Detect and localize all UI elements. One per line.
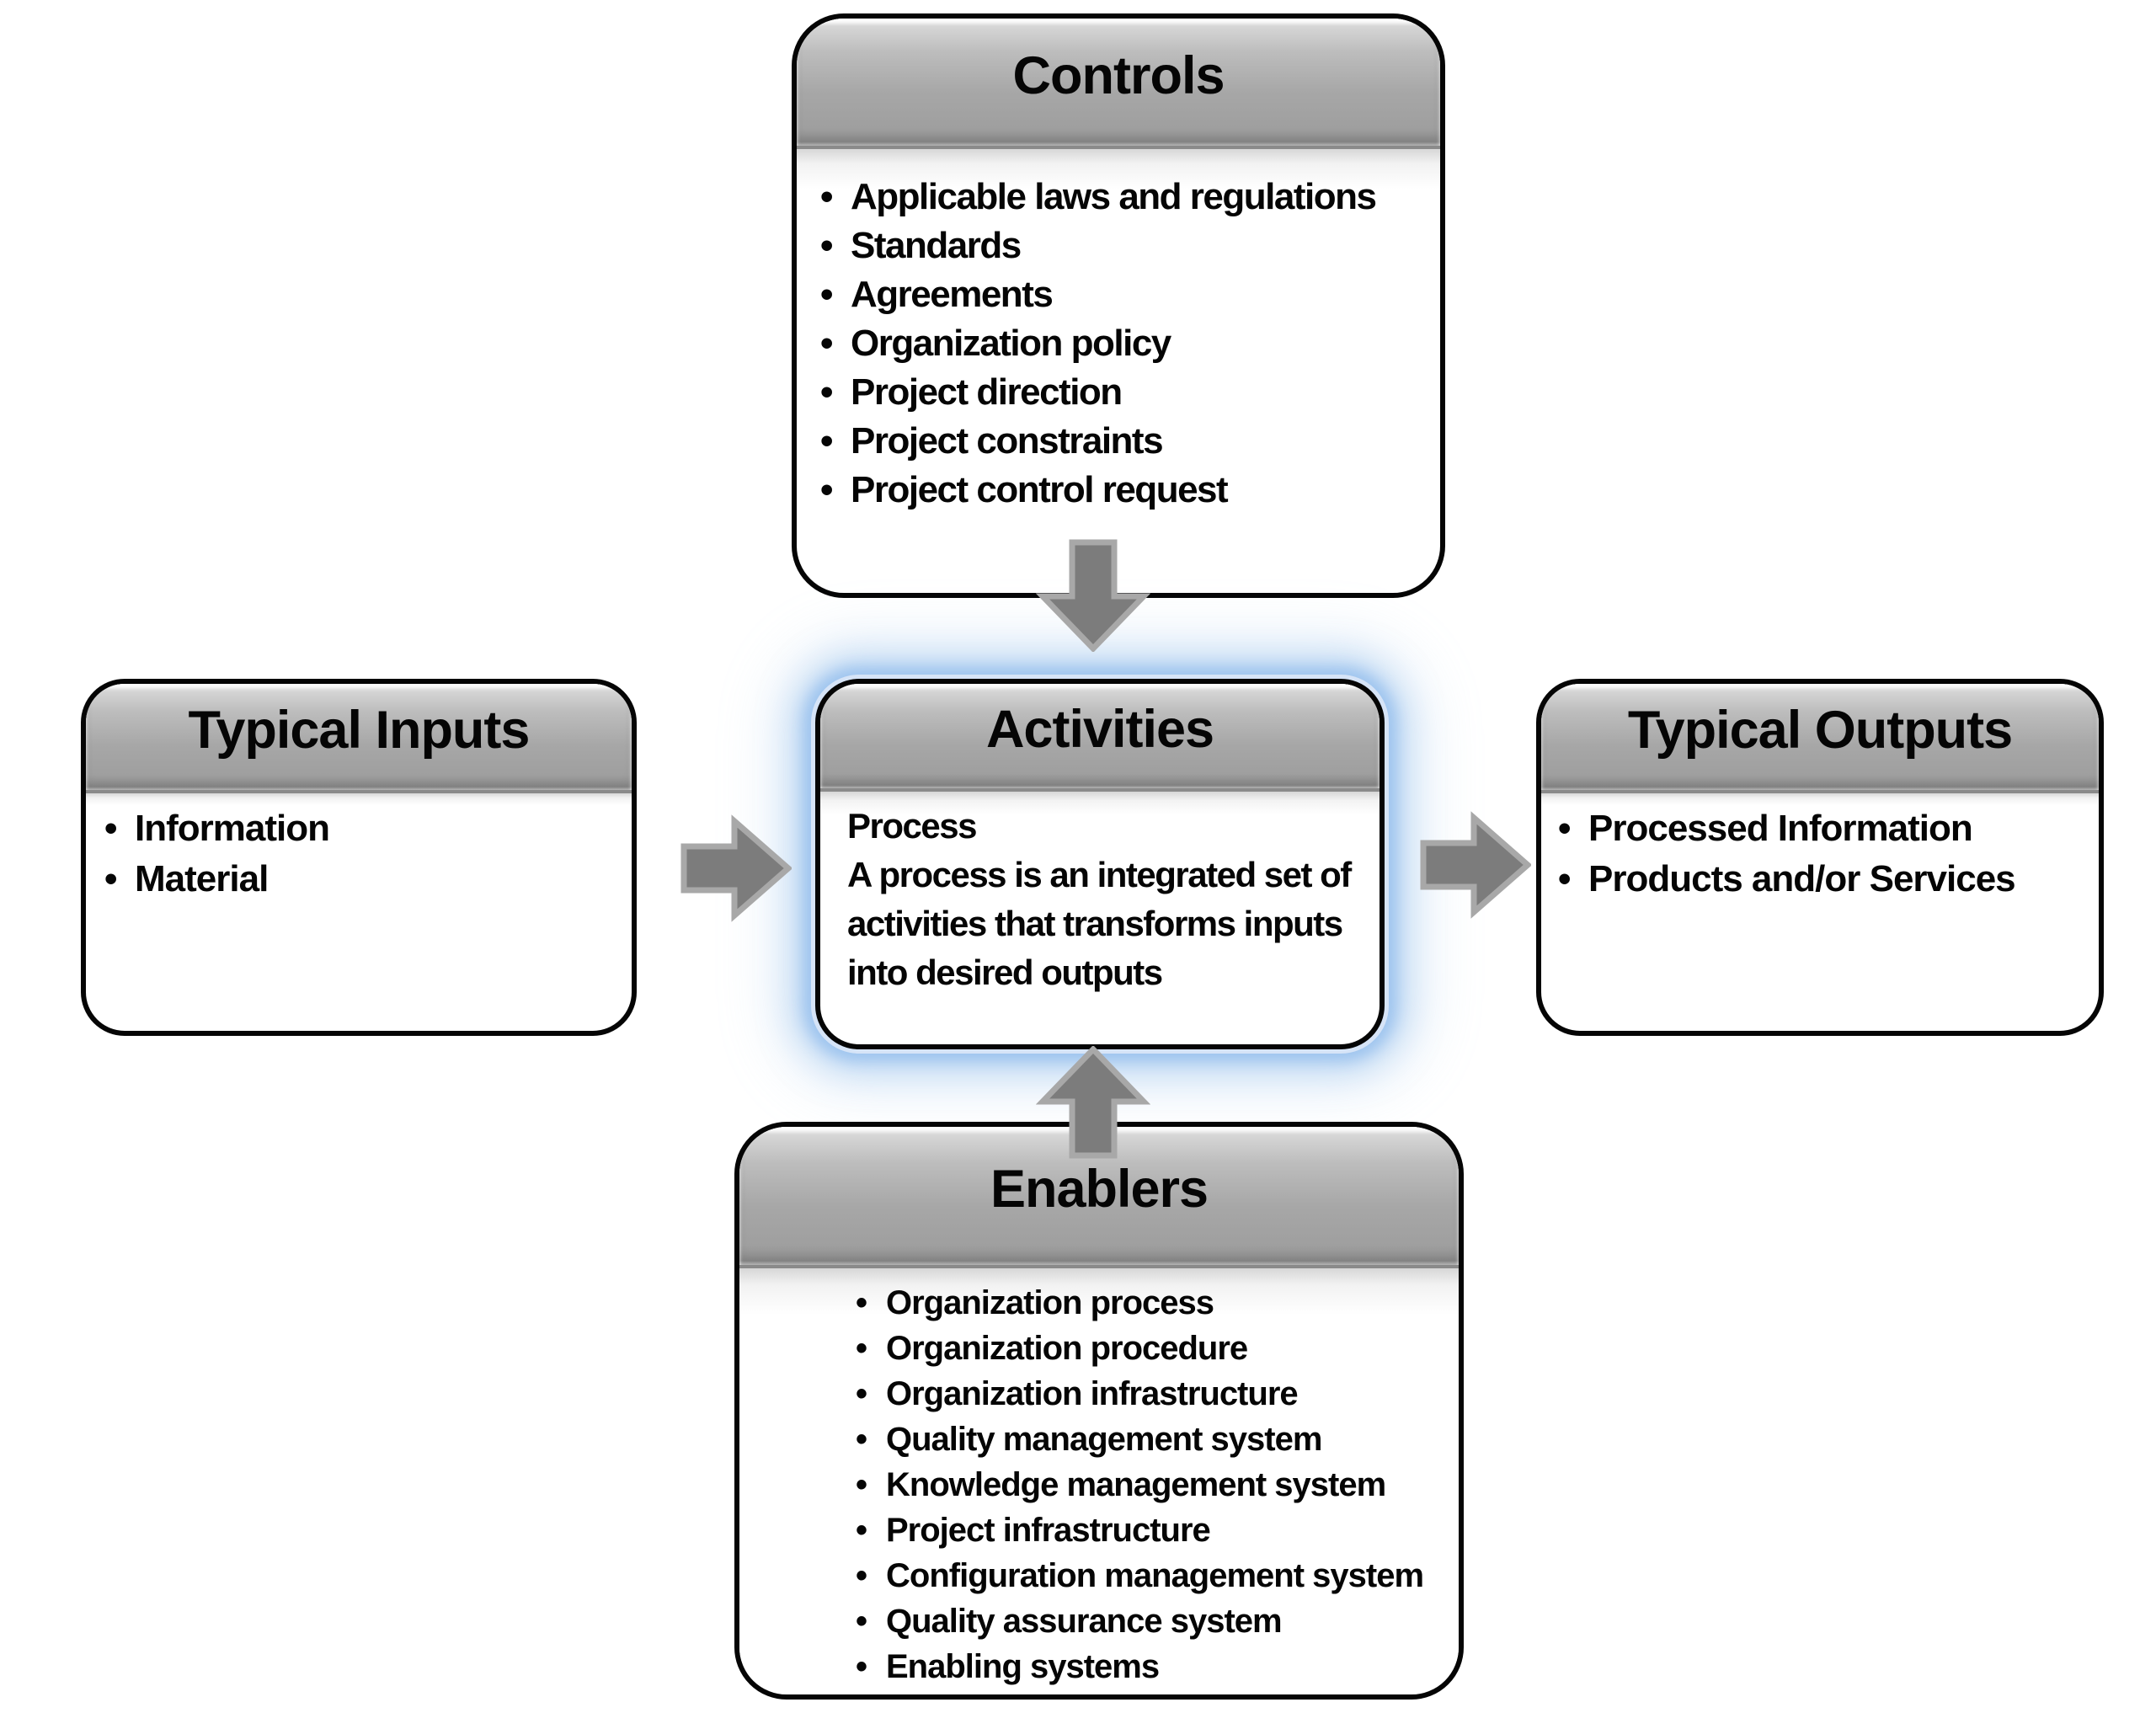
list-item-label: Project constraints [851, 420, 1164, 462]
bullet-icon: • [856, 1284, 867, 1321]
enablers-panel-body: • Organization process • Organization pr… [739, 1268, 1459, 1689]
list-item: • Project direction [812, 368, 1427, 417]
typical-outputs-panel-body: • Processed Information • Products and/o… [1541, 793, 2099, 905]
bullet-icon: • [856, 1603, 867, 1640]
list-item: • Project constraints [812, 417, 1427, 466]
typical-outputs-panel-title: Typical Outputs [1627, 701, 2013, 760]
bullet-icon: • [856, 1512, 867, 1549]
bullet-icon: • [856, 1648, 867, 1685]
enablers-panel: Enablers • Organization process • Organi… [734, 1122, 1464, 1700]
list-item-label: Applicable laws and regulations [851, 176, 1377, 217]
list-item-label: Enabling systems [886, 1648, 1160, 1685]
list-item: • Project control request [812, 466, 1427, 515]
list-item: • Products and/or Services [1550, 854, 2089, 905]
controls-to-activities-arrow-icon [1036, 539, 1150, 652]
activities-to-outputs-arrow-icon [1420, 811, 1531, 919]
list-item: • Project infrastructure [851, 1508, 1450, 1553]
list-item: • Processed Information [1550, 803, 2089, 854]
controls-panel-body: • Applicable laws and regulations • Stan… [797, 149, 1440, 515]
activities-process-description: A process is an integrated set of activi… [847, 855, 1352, 992]
activities-panel: Activities Process A process is an integ… [815, 679, 1385, 1049]
list-item-label: Knowledge management system [886, 1466, 1386, 1503]
inputs-to-activities-arrow-icon [680, 814, 792, 922]
bullet-icon: • [856, 1466, 867, 1503]
typical-outputs-list: • Processed Information • Products and/o… [1550, 803, 2089, 905]
bullet-icon: • [820, 274, 833, 315]
list-item-label: Organization infrastructure [886, 1375, 1299, 1412]
controls-panel-title: Controls [1012, 45, 1225, 105]
list-item: • Organization procedure [851, 1326, 1450, 1371]
list-item: • Quality management system [851, 1417, 1450, 1462]
list-item-label: Material [135, 858, 269, 899]
enablers-list: • Organization process • Organization pr… [851, 1280, 1450, 1689]
list-item-label: Organization procedure [886, 1330, 1248, 1367]
activities-panel-body: Process A process is an integrated set o… [820, 792, 1380, 997]
list-item: • Organization process [851, 1280, 1450, 1326]
bullet-icon: • [1558, 808, 1571, 849]
bullet-icon: • [820, 469, 833, 510]
list-item-label: Organization process [886, 1284, 1214, 1321]
bullet-icon: • [856, 1421, 867, 1458]
bullet-icon: • [104, 808, 117, 849]
typical-inputs-panel-header: Typical Inputs [86, 684, 632, 793]
list-item-label: Processed Information [1588, 808, 1973, 849]
activities-panel-header: Activities [820, 684, 1380, 792]
enablers-to-activities-arrow-icon [1036, 1046, 1150, 1159]
list-item: • Material [96, 854, 620, 905]
controls-panel-header: Controls [797, 19, 1440, 149]
list-item: • Organization policy [812, 319, 1427, 368]
list-item-label: Standards [851, 225, 1022, 266]
activities-panel-title: Activities [985, 700, 1214, 759]
bullet-icon: • [820, 225, 833, 266]
list-item-label: Organization policy [851, 323, 1171, 364]
typical-inputs-panel-title: Typical Inputs [188, 701, 531, 760]
bullet-icon: • [1558, 858, 1571, 899]
typical-outputs-panel-header: Typical Outputs [1541, 684, 2099, 793]
list-item-label: Quality assurance system [886, 1603, 1283, 1640]
controls-list: • Applicable laws and regulations • Stan… [812, 173, 1427, 515]
typical-inputs-list: • Information • Material [96, 803, 620, 905]
list-item-label: Agreements [851, 274, 1054, 315]
list-item: • Knowledge management system [851, 1462, 1450, 1508]
controls-panel: Controls • Applicable laws and regulatio… [792, 13, 1445, 598]
list-item-label: Project direction [851, 371, 1123, 413]
bullet-icon: • [856, 1557, 867, 1594]
bullet-icon: • [104, 858, 117, 899]
list-item-label: Information [135, 808, 330, 849]
bullet-icon: • [856, 1375, 867, 1412]
list-item-label: Project control request [851, 469, 1229, 510]
list-item: • Information [96, 803, 620, 854]
bullet-icon: • [820, 323, 833, 364]
enablers-panel-title: Enablers [990, 1160, 1209, 1219]
list-item-label: Configuration management system [886, 1557, 1424, 1594]
activities-process-heading: Process [847, 806, 977, 846]
bullet-icon: • [820, 176, 833, 217]
list-item: • Agreements [812, 270, 1427, 319]
list-item-label: Products and/or Services [1588, 858, 2016, 899]
list-item: • Configuration management system [851, 1553, 1450, 1598]
list-item: • Standards [812, 221, 1427, 270]
list-item-label: Project infrastructure [886, 1512, 1211, 1549]
bullet-icon: • [856, 1330, 867, 1367]
list-item: • Organization infrastructure [851, 1371, 1450, 1417]
bullet-icon: • [820, 420, 833, 462]
bullet-icon: • [820, 371, 833, 413]
list-item: • Applicable laws and regulations [812, 173, 1427, 221]
list-item: • Enabling systems [851, 1644, 1450, 1689]
typical-outputs-panel: Typical Outputs • Processed Information … [1536, 679, 2104, 1036]
list-item: • Quality assurance system [851, 1598, 1450, 1644]
typical-inputs-panel: Typical Inputs • Information • Material [81, 679, 637, 1036]
typical-inputs-panel-body: • Information • Material [86, 793, 632, 905]
list-item-label: Quality management system [886, 1421, 1322, 1458]
